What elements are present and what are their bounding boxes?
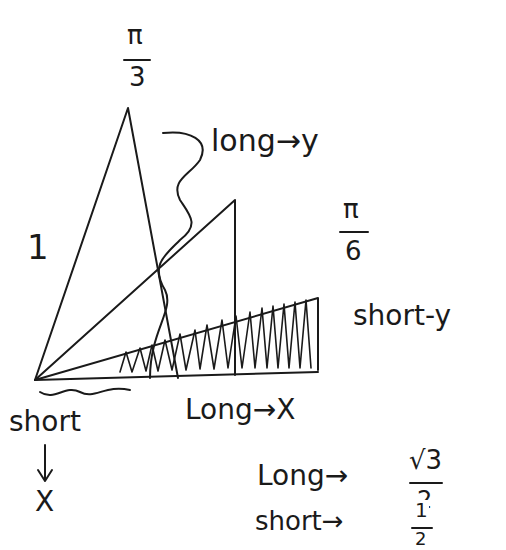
angle-label: 3 (128, 64, 147, 90)
side-label: short (8, 408, 82, 436)
value-label: √3 (408, 447, 443, 473)
fraction-bar (412, 527, 432, 529)
base-line (35, 372, 318, 380)
side-label: short-y (352, 302, 452, 330)
side-label: X (34, 488, 55, 516)
side-label: 1 (26, 230, 50, 264)
value-label: 1 (414, 500, 429, 520)
middle-triangle (35, 200, 235, 380)
value-label: 2 (414, 530, 427, 548)
angle-label: π (342, 196, 360, 222)
side-label: Long→X (184, 396, 296, 424)
angle-label: π (126, 22, 144, 48)
wavy-underline (40, 389, 130, 395)
down-arrow (38, 445, 52, 481)
small-triangle (35, 298, 318, 380)
wavy-bracket (150, 132, 203, 378)
value-label: short→ (254, 508, 345, 534)
fraction-bar (340, 231, 368, 233)
value-label: Long→ (256, 462, 349, 490)
angle-label: 6 (344, 238, 363, 264)
fraction-bar (410, 482, 442, 484)
fraction-bar (124, 59, 150, 61)
hatching (120, 300, 311, 372)
side-label: long→y (210, 126, 320, 156)
